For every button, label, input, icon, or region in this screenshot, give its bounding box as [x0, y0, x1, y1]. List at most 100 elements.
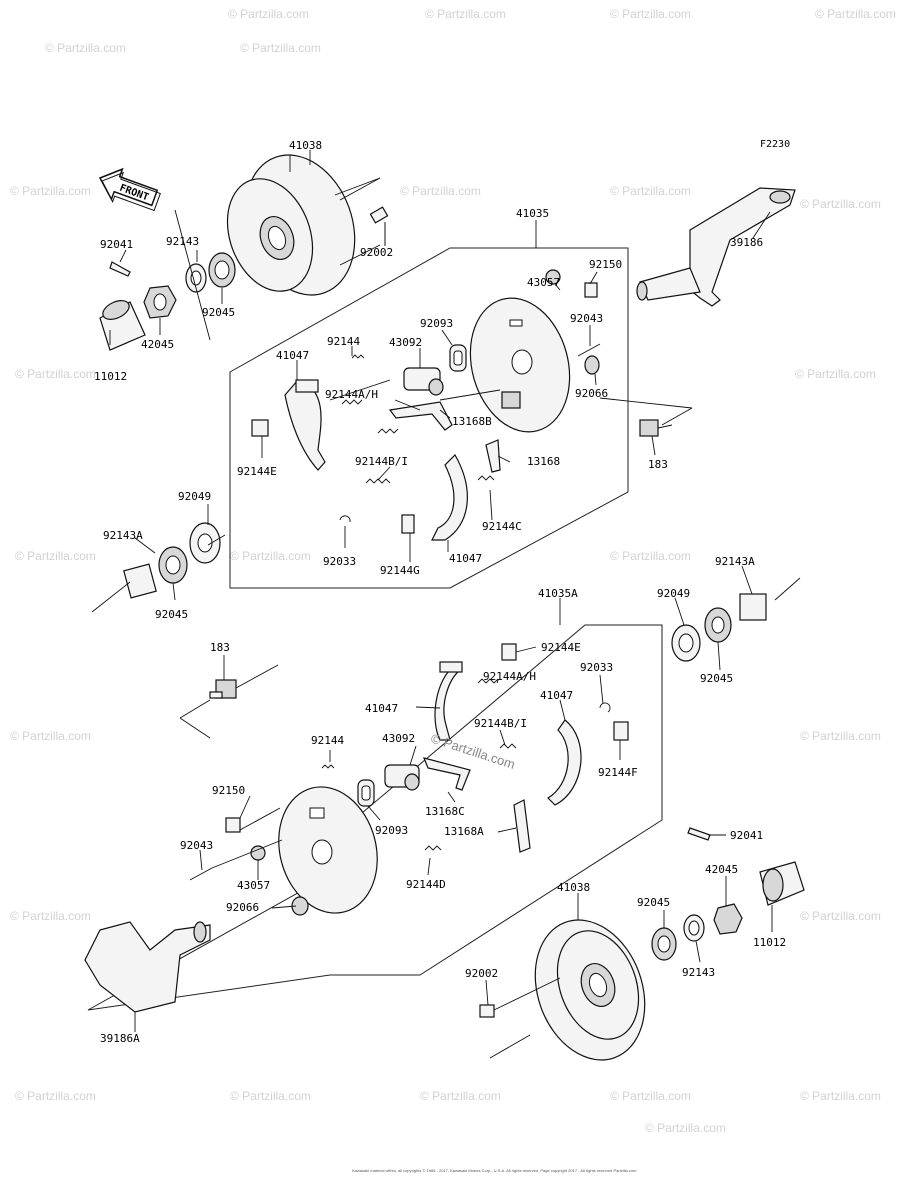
label-92150-bot: 92150	[212, 784, 245, 797]
label-92143a: 92143A	[103, 529, 143, 542]
brake-shoe-top-left	[284, 379, 326, 471]
bearing-bot	[651, 927, 677, 961]
label-92144b-i: 92144B/I	[355, 455, 408, 468]
watermark: © Partzilla.com	[800, 909, 881, 923]
watermark: © Partzilla.com	[795, 367, 876, 381]
lever-bot	[423, 757, 471, 791]
label-92143: 92143	[166, 235, 199, 248]
label-92043: 92043	[570, 312, 603, 325]
label-92144: 92144	[327, 335, 360, 348]
watermark: © Partzilla.com	[800, 1089, 881, 1103]
watermark-layer: © Partzilla.com © Partzilla.com © Partzi…	[10, 7, 896, 1135]
bolt-183-top	[639, 419, 673, 437]
castle-nut-bot	[713, 903, 743, 935]
label-41047-bot: 41047	[540, 689, 573, 702]
label-92143-bot: 92143	[682, 966, 715, 979]
label-92144b-i-bot: 92144B/I	[474, 717, 527, 730]
label-13168b: 13168B	[452, 415, 492, 428]
backing-plate-bot	[278, 786, 378, 914]
nut-top	[584, 355, 600, 375]
watermark: © Partzilla.com	[15, 549, 96, 563]
label-41038: 41038	[289, 139, 322, 152]
label-92144a-h: 92144A/H	[325, 388, 378, 401]
label-92041-bot: 92041	[730, 829, 763, 842]
watermark: © Partzilla.com	[610, 7, 691, 21]
seal-left	[189, 522, 221, 564]
label-92045-bot: 92045	[637, 896, 670, 909]
brake-shoe-bot-left	[434, 661, 463, 741]
spring-clip-bot	[501, 643, 517, 661]
adjuster-top	[485, 439, 501, 473]
copyright-text: Kawasaki material within, all copyrights…	[352, 1168, 637, 1173]
label-92002-bot: 92002	[465, 967, 498, 980]
watermark: © Partzilla.com	[610, 549, 691, 563]
watermark: © Partzilla.com	[10, 184, 91, 198]
label-41035a: 41035A	[538, 587, 578, 600]
label-41047-2: 41047	[449, 552, 482, 565]
brake-shoe-bot-right	[547, 719, 582, 806]
label-92033-bot: 92033	[580, 661, 613, 674]
watermark: © Partzilla.com	[610, 184, 691, 198]
label-92144g: 92144G	[380, 564, 420, 577]
springs-bot	[321, 678, 517, 851]
label-92144d: 92144D	[406, 878, 446, 891]
pin-bot	[189, 867, 213, 881]
watermark: © Partzilla.com	[10, 729, 91, 743]
adjuster-bot	[513, 799, 531, 853]
label-13168a: 13168A	[444, 825, 484, 838]
watermark: © Partzilla.com	[645, 1121, 726, 1135]
bearing-left	[158, 546, 188, 584]
label-11012-bot: 11012	[753, 936, 786, 949]
label-92150: 92150	[589, 258, 622, 271]
bleeder-bolt-bot	[225, 817, 241, 833]
bearing-right	[704, 607, 732, 643]
hub-cap-bot	[759, 861, 805, 906]
label-92066: 92066	[575, 387, 608, 400]
label-43092: 43092	[389, 336, 422, 349]
front-arrow: FRONT	[98, 167, 161, 212]
seal-top	[449, 344, 467, 372]
watermark: © Partzilla.com	[10, 909, 91, 923]
steering-knuckle-top	[636, 187, 796, 307]
label-41038-bot: 41038	[557, 881, 590, 894]
brake-drum-bot	[534, 919, 646, 1061]
spacer-left	[123, 563, 157, 599]
label-41047-bot-left: 41047	[365, 702, 398, 715]
watermark: © Partzilla.com	[400, 184, 481, 198]
watermark: © Partzilla.com	[610, 1089, 691, 1103]
label-92144c: 92144C	[482, 520, 522, 533]
label-92045-right: 92045	[700, 672, 733, 685]
clip-bot	[599, 702, 611, 713]
watermark: © Partzilla.com	[15, 1089, 96, 1103]
label-41047: 41047	[276, 349, 309, 362]
top-assembly-frame	[229, 247, 629, 589]
label-92043-bot: 92043	[180, 839, 213, 852]
watermark: © Partzilla.com	[815, 7, 896, 21]
label-42045: 42045	[141, 338, 174, 351]
lever-top	[388, 401, 453, 431]
clip-top	[339, 515, 351, 523]
watermark: © Partzilla.com	[800, 729, 881, 743]
label-92045: 92045	[202, 306, 235, 319]
washer-bot	[683, 914, 705, 942]
pin-clip-bot	[613, 721, 629, 741]
watermark: © Partzilla.com	[800, 197, 881, 211]
label-92002: 92002	[360, 246, 393, 259]
label-92066-bot: 92066	[226, 901, 259, 914]
label-43092-bot: 43092	[382, 732, 415, 745]
castle-nut-top	[143, 285, 177, 319]
spring-top-1	[341, 354, 495, 484]
pin-top	[577, 343, 601, 357]
label-92093: 92093	[420, 317, 453, 330]
watermark: © Partzilla.com	[228, 7, 309, 21]
cotter-pin-bot	[687, 827, 711, 841]
hub-cap-top	[99, 300, 146, 351]
spacer-right	[739, 593, 767, 621]
spring-clip-top	[251, 419, 269, 437]
label-11012: 11012	[94, 370, 127, 383]
label-39186: 39186	[730, 236, 763, 249]
label-92144f: 92144F	[598, 766, 638, 779]
figure-code: F2230	[760, 139, 790, 150]
seal-bot	[357, 779, 375, 807]
